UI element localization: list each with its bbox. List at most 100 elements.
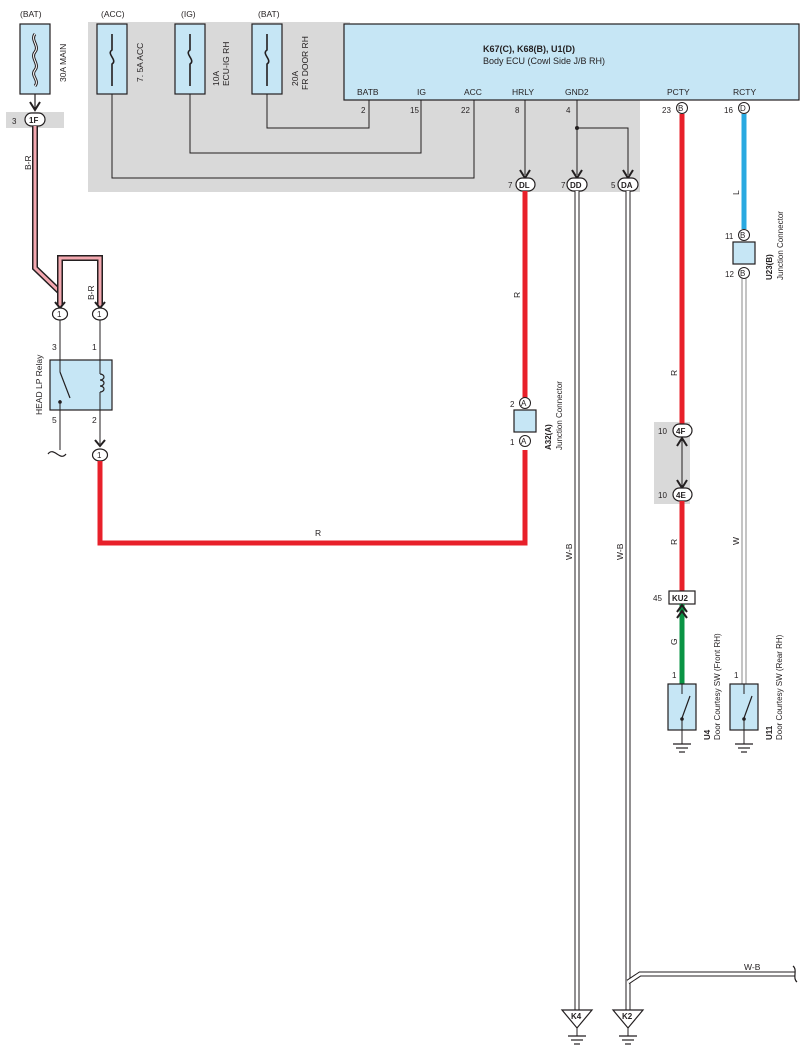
svg-text:16: 16 bbox=[724, 106, 733, 115]
wire-label-w-b-3: W-B bbox=[744, 962, 761, 972]
ecu-pin-labels: 2 15 22 8 4 bbox=[361, 106, 571, 115]
connector-4f: 10 4F bbox=[658, 423, 693, 438]
svg-text:15: 15 bbox=[410, 106, 419, 115]
svg-text:4: 4 bbox=[566, 106, 571, 115]
svg-text:22: 22 bbox=[461, 106, 470, 115]
junction-u23: 11 B 12 B U23(B) Junction Connector bbox=[725, 211, 785, 280]
svg-text:1F: 1F bbox=[29, 116, 38, 125]
ecu-title: K67(C), K68(B), U1(D) bbox=[483, 44, 575, 54]
svg-text:KU2: KU2 bbox=[672, 594, 689, 603]
fuse-20a-fr-door: (BAT) 20A FR DOOR RH bbox=[251, 9, 310, 95]
svg-text:Door Courtesy SW (Front RH): Door Courtesy SW (Front RH) bbox=[713, 633, 722, 740]
svg-text:1: 1 bbox=[92, 342, 97, 352]
junction-a32: 2 A 1 A A32(A) Junction Connector bbox=[510, 381, 564, 450]
svg-text:30A MAIN: 30A MAIN bbox=[58, 44, 68, 82]
svg-text:A: A bbox=[521, 399, 527, 408]
wire-label-w-b-1: W-B bbox=[564, 543, 574, 560]
svg-text:DA: DA bbox=[621, 181, 633, 190]
svg-text:D: D bbox=[740, 104, 746, 113]
connector-ku2: 45 KU2 bbox=[653, 590, 696, 605]
svg-text:2: 2 bbox=[361, 106, 366, 115]
arrow-down-icon bbox=[29, 101, 41, 112]
switch-u11: 1 U11 Door Courtesy SW (Rear RH) bbox=[729, 634, 784, 753]
svg-text:DL: DL bbox=[519, 181, 530, 190]
svg-text:B: B bbox=[740, 231, 745, 240]
svg-text:A: A bbox=[521, 437, 527, 446]
svg-text:(ACC): (ACC) bbox=[101, 9, 125, 19]
svg-text:1: 1 bbox=[97, 451, 102, 460]
svg-text:12: 12 bbox=[725, 270, 734, 279]
ecu-term-rcty: RCTY bbox=[733, 87, 756, 97]
wire-label-b-r: B-R bbox=[23, 155, 33, 170]
arrow-up-icon bbox=[676, 603, 688, 613]
wire-label-g: G bbox=[669, 638, 679, 645]
svg-text:4E: 4E bbox=[676, 491, 686, 500]
fuse-7-5a-acc: (ACC) 7. 5A ACC bbox=[96, 9, 145, 95]
wire-label-r-hrly: R bbox=[512, 292, 522, 298]
fuse-icon bbox=[264, 34, 270, 86]
svg-text:B: B bbox=[678, 104, 683, 113]
svg-text:3: 3 bbox=[12, 117, 17, 126]
svg-text:5: 5 bbox=[52, 415, 57, 425]
svg-text:K2: K2 bbox=[622, 1012, 633, 1021]
svg-text:HEAD LP Relay: HEAD LP Relay bbox=[34, 354, 44, 415]
wire-label-r-pcty-2: R bbox=[669, 539, 679, 545]
wire-label-b-r-2: B-R bbox=[86, 285, 96, 300]
svg-text:4F: 4F bbox=[676, 427, 685, 436]
fuse-icon bbox=[187, 34, 193, 86]
svg-text:10: 10 bbox=[658, 491, 667, 500]
svg-text:3: 3 bbox=[52, 342, 57, 352]
wire-red-bottom bbox=[97, 450, 528, 546]
ground-k4: K4 bbox=[560, 1009, 594, 1045]
wire-label-l: L bbox=[731, 190, 741, 195]
relay-input-connectors: 1 1 bbox=[51, 301, 109, 360]
svg-text:7. 5A ACC: 7. 5A ACC bbox=[135, 43, 145, 82]
svg-text:1: 1 bbox=[510, 438, 515, 447]
connector-1f: 3 1F bbox=[12, 112, 46, 127]
connector-dl: 7 DL bbox=[508, 177, 536, 192]
svg-text:10A: 10A bbox=[211, 71, 221, 86]
svg-text:Junction Connector: Junction Connector bbox=[776, 211, 785, 280]
connector-4e: 10 4E bbox=[658, 487, 693, 502]
wire-label-w: W bbox=[731, 537, 741, 545]
switch-u4: 1 U4 Door Courtesy SW (Front RH) bbox=[667, 633, 722, 753]
wire-b-r bbox=[32, 126, 103, 306]
wire-w-b bbox=[574, 191, 795, 1010]
fuse-10a-ecu-ig: (IG) 10A ECU-IG RH bbox=[174, 9, 231, 95]
svg-text:DD: DD bbox=[570, 181, 582, 190]
svg-text:(IG): (IG) bbox=[181, 9, 196, 19]
ecu-term-acc: ACC bbox=[464, 87, 482, 97]
svg-text:45: 45 bbox=[653, 594, 662, 603]
head-lp-relay: 3 1 5 2 HEAD LP Relay bbox=[34, 342, 113, 457]
svg-text:10: 10 bbox=[658, 427, 667, 436]
svg-text:1: 1 bbox=[672, 671, 677, 680]
svg-text:Door Courtesy SW (Rear RH): Door Courtesy SW (Rear RH) bbox=[775, 634, 784, 740]
svg-text:1: 1 bbox=[57, 310, 62, 319]
connector-pcty-b bbox=[676, 102, 688, 114]
fuse-feed-wires bbox=[111, 94, 475, 179]
junction-block-panels bbox=[6, 22, 690, 504]
svg-text:1: 1 bbox=[97, 310, 102, 319]
svg-text:20A: 20A bbox=[290, 71, 300, 86]
svg-text:23: 23 bbox=[662, 106, 671, 115]
wire-label-w-b-2: W-B bbox=[615, 543, 625, 560]
ecu-term-hrly: HRLY bbox=[512, 87, 534, 97]
wire-break-icon bbox=[792, 965, 798, 983]
svg-text:1: 1 bbox=[734, 671, 739, 680]
coil-icon bbox=[99, 373, 105, 393]
ecu-subtitle: Body ECU (Cowl Side J/B RH) bbox=[483, 56, 605, 66]
svg-text:FR DOOR RH: FR DOOR RH bbox=[300, 36, 310, 90]
svg-text:ECU-IG RH: ECU-IG RH bbox=[221, 42, 231, 86]
svg-text:7: 7 bbox=[508, 181, 513, 190]
svg-text:Junction Connector: Junction Connector bbox=[555, 381, 564, 450]
svg-text:5: 5 bbox=[611, 181, 616, 190]
ecu-term-gnd2: GND2 bbox=[565, 87, 589, 97]
ecu-term-pcty: PCTY bbox=[667, 87, 690, 97]
svg-text:U4: U4 bbox=[703, 729, 712, 740]
ground-k2: K2 bbox=[611, 1009, 645, 1045]
svg-text:2: 2 bbox=[92, 415, 97, 425]
svg-text:B: B bbox=[740, 269, 745, 278]
wire-label-r-pcty-1: R bbox=[669, 370, 679, 376]
body-ecu: K67(C), K68(B), U1(D) Body ECU (Cowl Sid… bbox=[343, 23, 800, 101]
